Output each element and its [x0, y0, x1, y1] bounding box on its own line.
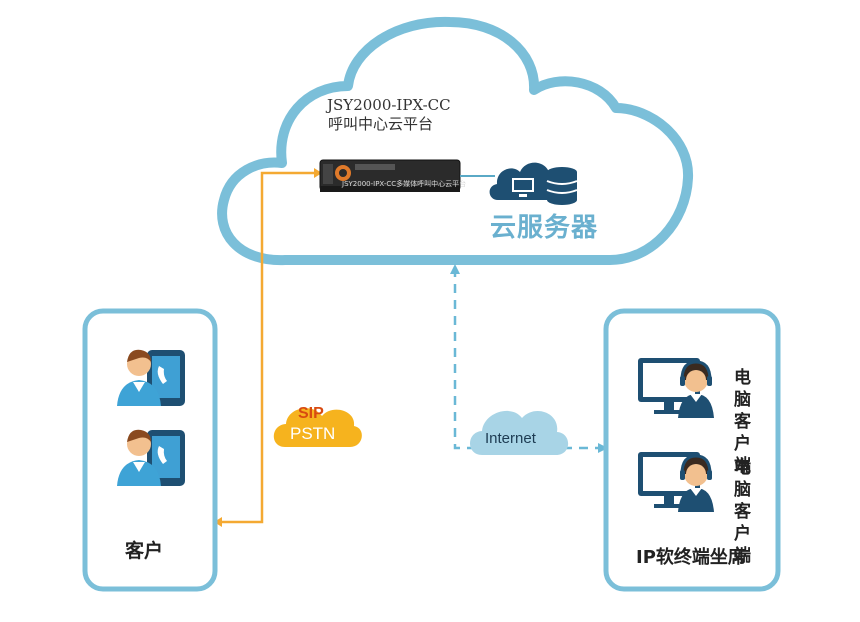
sip-arrow-bottom: [214, 517, 222, 527]
main-cloud-shape: [217, 16, 694, 266]
platform-model-title: JSY2000-IPX-CC: [327, 96, 451, 114]
internet-cloud-shape: [470, 410, 569, 455]
call-center-device: [319, 159, 461, 192]
pstn-label: PSTN: [290, 424, 336, 443]
agent-box-label: IP软终端坐席: [636, 547, 746, 568]
pstn-cloud-shape: [273, 408, 362, 447]
cloud-server-icon: [489, 162, 578, 205]
customer-label: 客户: [125, 540, 164, 562]
agent-client-label: 电脑客户端: [734, 458, 751, 566]
internet-arrow-top: [450, 264, 460, 274]
sip-arrow-top: [314, 168, 322, 178]
agent-computer-icon: [638, 358, 714, 418]
internet-label: Internet: [485, 430, 536, 447]
device-label: JSY2000-IPX-CC多媒体呼叫中心云平台: [342, 180, 467, 188]
customer-phone-icon: [117, 429, 185, 486]
customer-phone-icon: [117, 349, 185, 406]
cloud-server-label: 云服务器: [490, 213, 599, 243]
sip-trunk-line: [218, 171, 318, 524]
platform-name-title: 呼叫中心云平台: [328, 115, 434, 133]
internet-arrow-right: [598, 443, 608, 453]
sip-label: SIP: [298, 405, 324, 422]
agent-computer-icon: [638, 452, 714, 512]
agent-client-label: 电脑客户端: [734, 368, 751, 476]
